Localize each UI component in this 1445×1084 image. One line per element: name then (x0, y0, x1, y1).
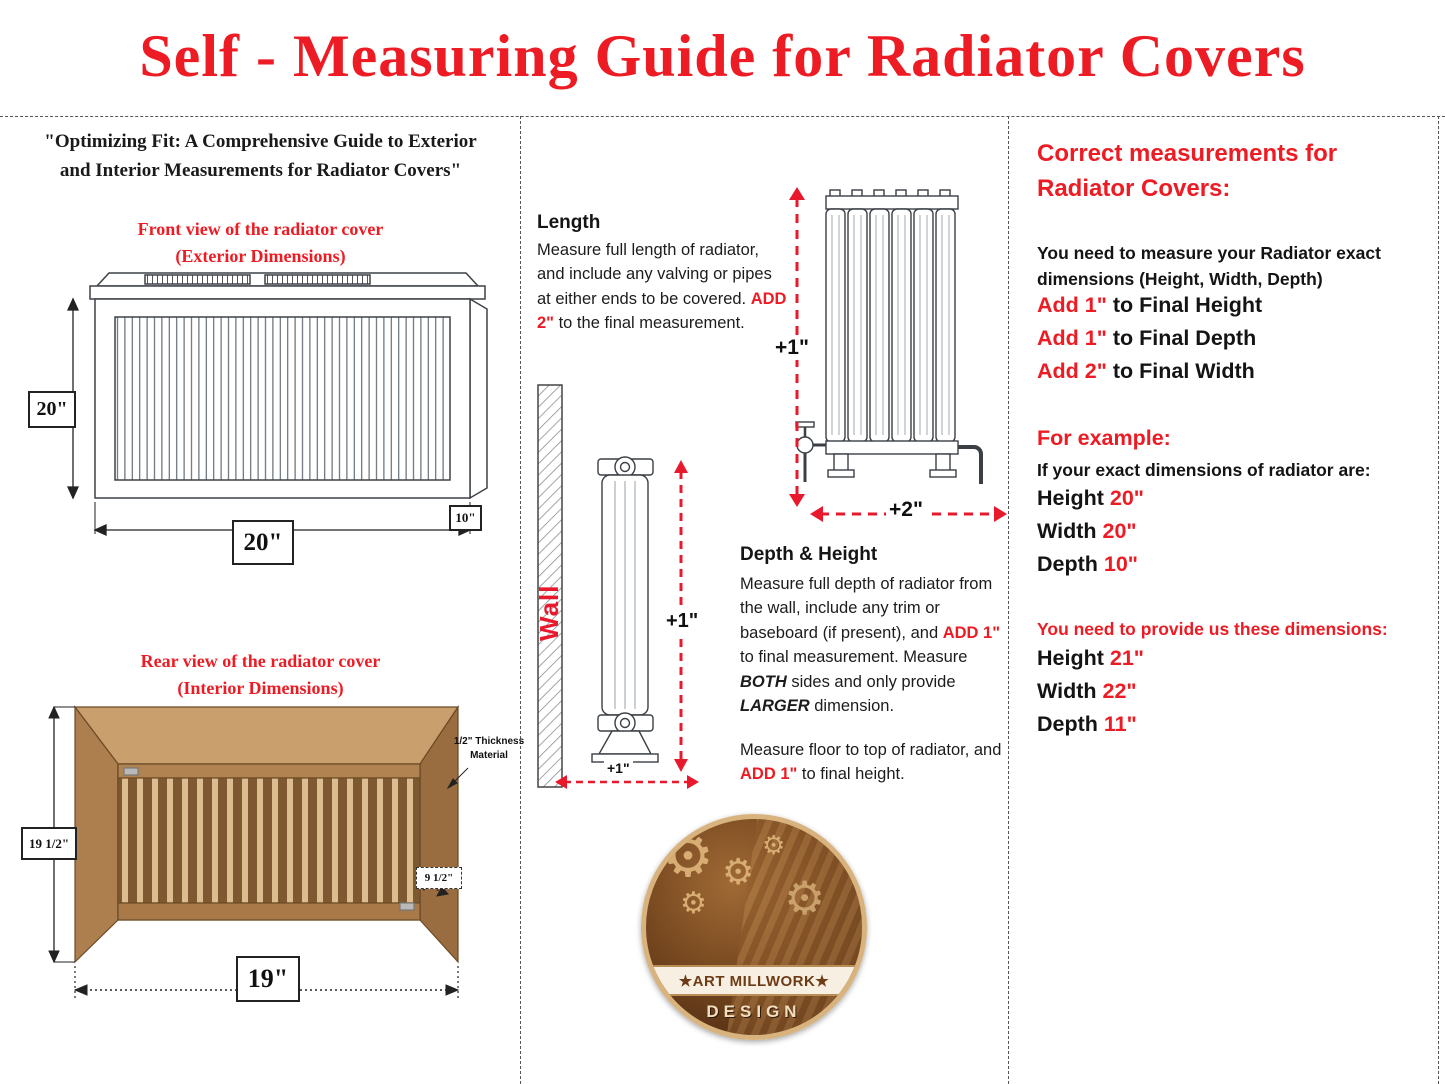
provide-depth-label: Depth (1037, 712, 1104, 736)
provide-width-value: 22" (1102, 679, 1137, 703)
floor-note: Measure floor to top of radiator, and AD… (740, 738, 1008, 787)
provide-depth-line: Depth 11" (1037, 712, 1137, 737)
front-width-dim: 20" (232, 520, 294, 565)
logo-design-text: DESIGN (706, 1002, 802, 1021)
front-depth-dim: 10" (449, 505, 482, 531)
intro-quote-line1: "Optimizing Fit: A Comprehensive Guide t… (44, 131, 477, 152)
floor-text-1: Measure floor to top of radiator, and (740, 741, 1002, 759)
depth-height-description: Measure full depth of radiator from the … (740, 572, 1002, 718)
add-depth-rest: to Final Depth (1106, 326, 1257, 350)
floor-add-note: ADD 1" (740, 765, 798, 784)
depth-larger-word: LARGER (740, 697, 810, 716)
side-height-label: +1" (663, 610, 702, 633)
front-view-caption-line1: Front view of the radiator cover (137, 219, 384, 239)
example-intro: If your exact dimensions of radiator are… (1037, 460, 1371, 480)
example-heading: For example: (1037, 426, 1171, 450)
depth-add-note: ADD 1" (942, 623, 1001, 642)
provide-height-label: Height (1037, 646, 1110, 670)
example-width-line: Width 20" (1037, 519, 1137, 544)
logo-banner: ★ART MILLWORK★ (646, 965, 862, 996)
divider-horizontal (0, 116, 1445, 117)
front-view-caption: Front view of the radiator cover (Exteri… (8, 216, 513, 270)
length-add-note: ADD 2" (537, 289, 787, 333)
depth-text-1: Measure full depth of radiator from the … (740, 575, 993, 642)
example-width-value: 20" (1102, 519, 1137, 543)
right-heading: Correct measurements for Radiator Covers… (1037, 140, 1338, 202)
add-height-rest: to Final Height (1106, 293, 1263, 317)
example-depth-label: Depth (1037, 552, 1104, 576)
gear-icon: ⚙ (784, 871, 826, 925)
add-height-red: Add 1" (1037, 293, 1107, 317)
depth-text-2: to final measurement. Measure (740, 648, 968, 667)
front-view-drawing (66, 272, 488, 537)
logo-banner-text: ★ART MILLWORK★ (678, 972, 830, 990)
side-depth-arrow (555, 775, 699, 789)
provide-width-label: Width (1037, 679, 1103, 703)
gear-icon: ⚙ (662, 822, 714, 890)
floor-text-2: to final height. (797, 765, 905, 784)
length-text-2: to the final measurement. (554, 314, 745, 333)
thickness-note: 1/2" Thickness Material (452, 735, 526, 762)
example-height-value: 20" (1109, 486, 1144, 510)
wall-strip (537, 384, 563, 788)
depth-height-heading: Depth & Height (740, 544, 878, 565)
front-height-dim: 20" (28, 391, 76, 428)
add-depth-red: Add 1" (1037, 326, 1107, 350)
length-heading: Length (537, 212, 601, 233)
right-intro: You need to measure your Radiator exact … (1037, 243, 1381, 290)
radiator-side-body (591, 456, 659, 763)
rear-width-dim: 19" (236, 956, 300, 1002)
length-text-1: Measure full length of radiator, and inc… (537, 241, 772, 308)
add-depth-line: Add 1" to Final Depth (1037, 326, 1256, 351)
add-width-line: Add 2" to Final Width (1037, 359, 1255, 384)
radiator-front-drawing (789, 187, 1007, 522)
length-description: Measure full length of radiator, and inc… (537, 238, 789, 336)
thickness-note-line2: Material (470, 749, 508, 761)
intro-quote: "Optimizing Fit: A Comprehensive Guide t… (8, 128, 513, 185)
logo-circle: ⚙ ⚙ ⚙ ⚙ ⚙ ★ART MILLWORK★ DESIGN (641, 814, 867, 1040)
example-depth-value: 10" (1103, 552, 1138, 576)
intro-quote-line2: and Interior Measurements for Radiator C… (59, 159, 462, 181)
logo: ⚙ ⚙ ⚙ ⚙ ⚙ ★ART MILLWORK★ DESIGN (641, 814, 871, 1044)
wall-side-drawing: Wall (534, 384, 699, 789)
front-view-caption-line2: (Exterior Dimensions) (175, 246, 346, 266)
radiator-length-label: +2" (886, 498, 926, 523)
example-width-label: Width (1037, 519, 1103, 543)
side-depth-label: +1" (604, 760, 633, 777)
example-height-line: Height 20" (1037, 486, 1144, 511)
rear-height-dim: 19 1/2" (21, 827, 77, 860)
example-height-label: Height (1037, 486, 1110, 510)
add-width-red: Add 2" (1037, 359, 1107, 383)
provide-height-line: Height 21" (1037, 646, 1144, 671)
add-width-rest: to Final Width (1106, 359, 1255, 383)
example-depth-line: Depth 10" (1037, 552, 1138, 577)
divider-left (520, 116, 521, 1084)
front-cover-outline (89, 272, 488, 500)
gear-icon: ⚙ (680, 886, 707, 921)
gear-icon: ⚙ (762, 831, 786, 861)
rear-view-drawing (48, 705, 469, 998)
depth-text-4: dimension. (809, 697, 895, 716)
provide-depth-value: 11" (1103, 712, 1137, 736)
depth-both-word: BOTH (740, 672, 787, 691)
add-height-line: Add 1" to Final Height (1037, 293, 1262, 318)
radiator-body (795, 189, 983, 484)
gear-icon: ⚙ (722, 852, 755, 893)
rear-view-caption: Rear view of the radiator cover (Interio… (8, 648, 513, 702)
depth-text-3: sides and only provide (786, 672, 956, 691)
radiator-height-label: +1" (772, 336, 812, 361)
page-title: Self - Measuring Guide for Radiator Cove… (139, 23, 1306, 89)
thickness-note-line1: 1/2" Thickness (453, 736, 525, 747)
provide-width-line: Width 22" (1037, 679, 1137, 704)
rear-inner-dim: 9 1/2" (416, 867, 462, 889)
divider-right (1008, 116, 1009, 1084)
wall-label: Wall (534, 585, 564, 641)
rear-cover-shape (73, 705, 460, 964)
divider-edge (1438, 116, 1439, 1084)
rear-view-caption-line1: Rear view of the radiator cover (140, 651, 381, 671)
rear-view-caption-line2: (Interior Dimensions) (177, 678, 344, 698)
provide-height-value: 21" (1109, 646, 1144, 670)
provide-heading: You need to provide us these dimensions: (1037, 619, 1388, 639)
